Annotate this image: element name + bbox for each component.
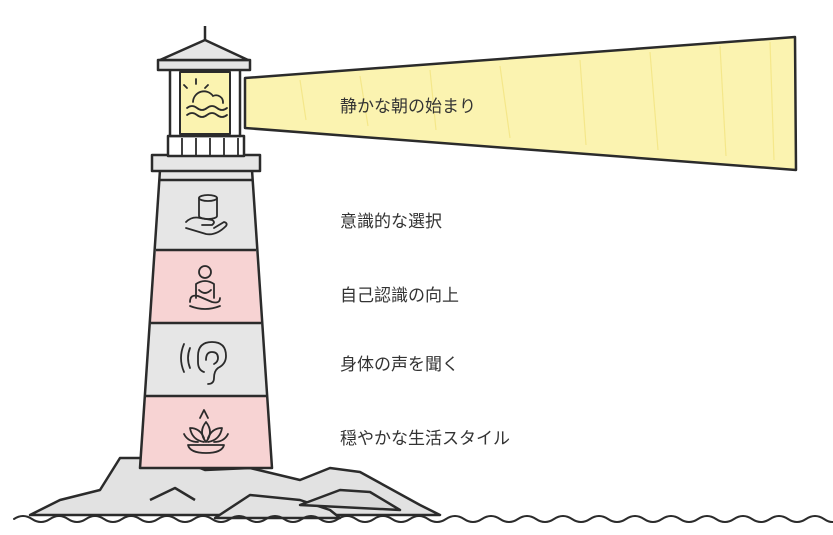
water — [13, 515, 833, 523]
band-pink — [151, 250, 261, 323]
meditation-icon — [189, 265, 221, 310]
level-label-awareness: 自己認識の向上 — [340, 286, 459, 306]
level-label-lifestyle: 穏やかな生活スタイル — [340, 429, 510, 449]
level-label-morning: 静かな朝の始まり — [340, 97, 476, 117]
gallery — [150, 134, 262, 173]
band-pink — [140, 396, 272, 468]
level-label-choice: 意識的な選択 — [340, 212, 442, 232]
light-beam — [243, 35, 798, 172]
lantern-room — [156, 26, 252, 138]
sunrise-icon — [183, 78, 228, 118]
hand-cup-icon — [185, 194, 228, 236]
level-label-body: 身体の声を聞く — [340, 355, 459, 375]
lotus-icon — [183, 409, 229, 454]
ear-icon — [180, 341, 227, 385]
rocks — [28, 456, 442, 520]
